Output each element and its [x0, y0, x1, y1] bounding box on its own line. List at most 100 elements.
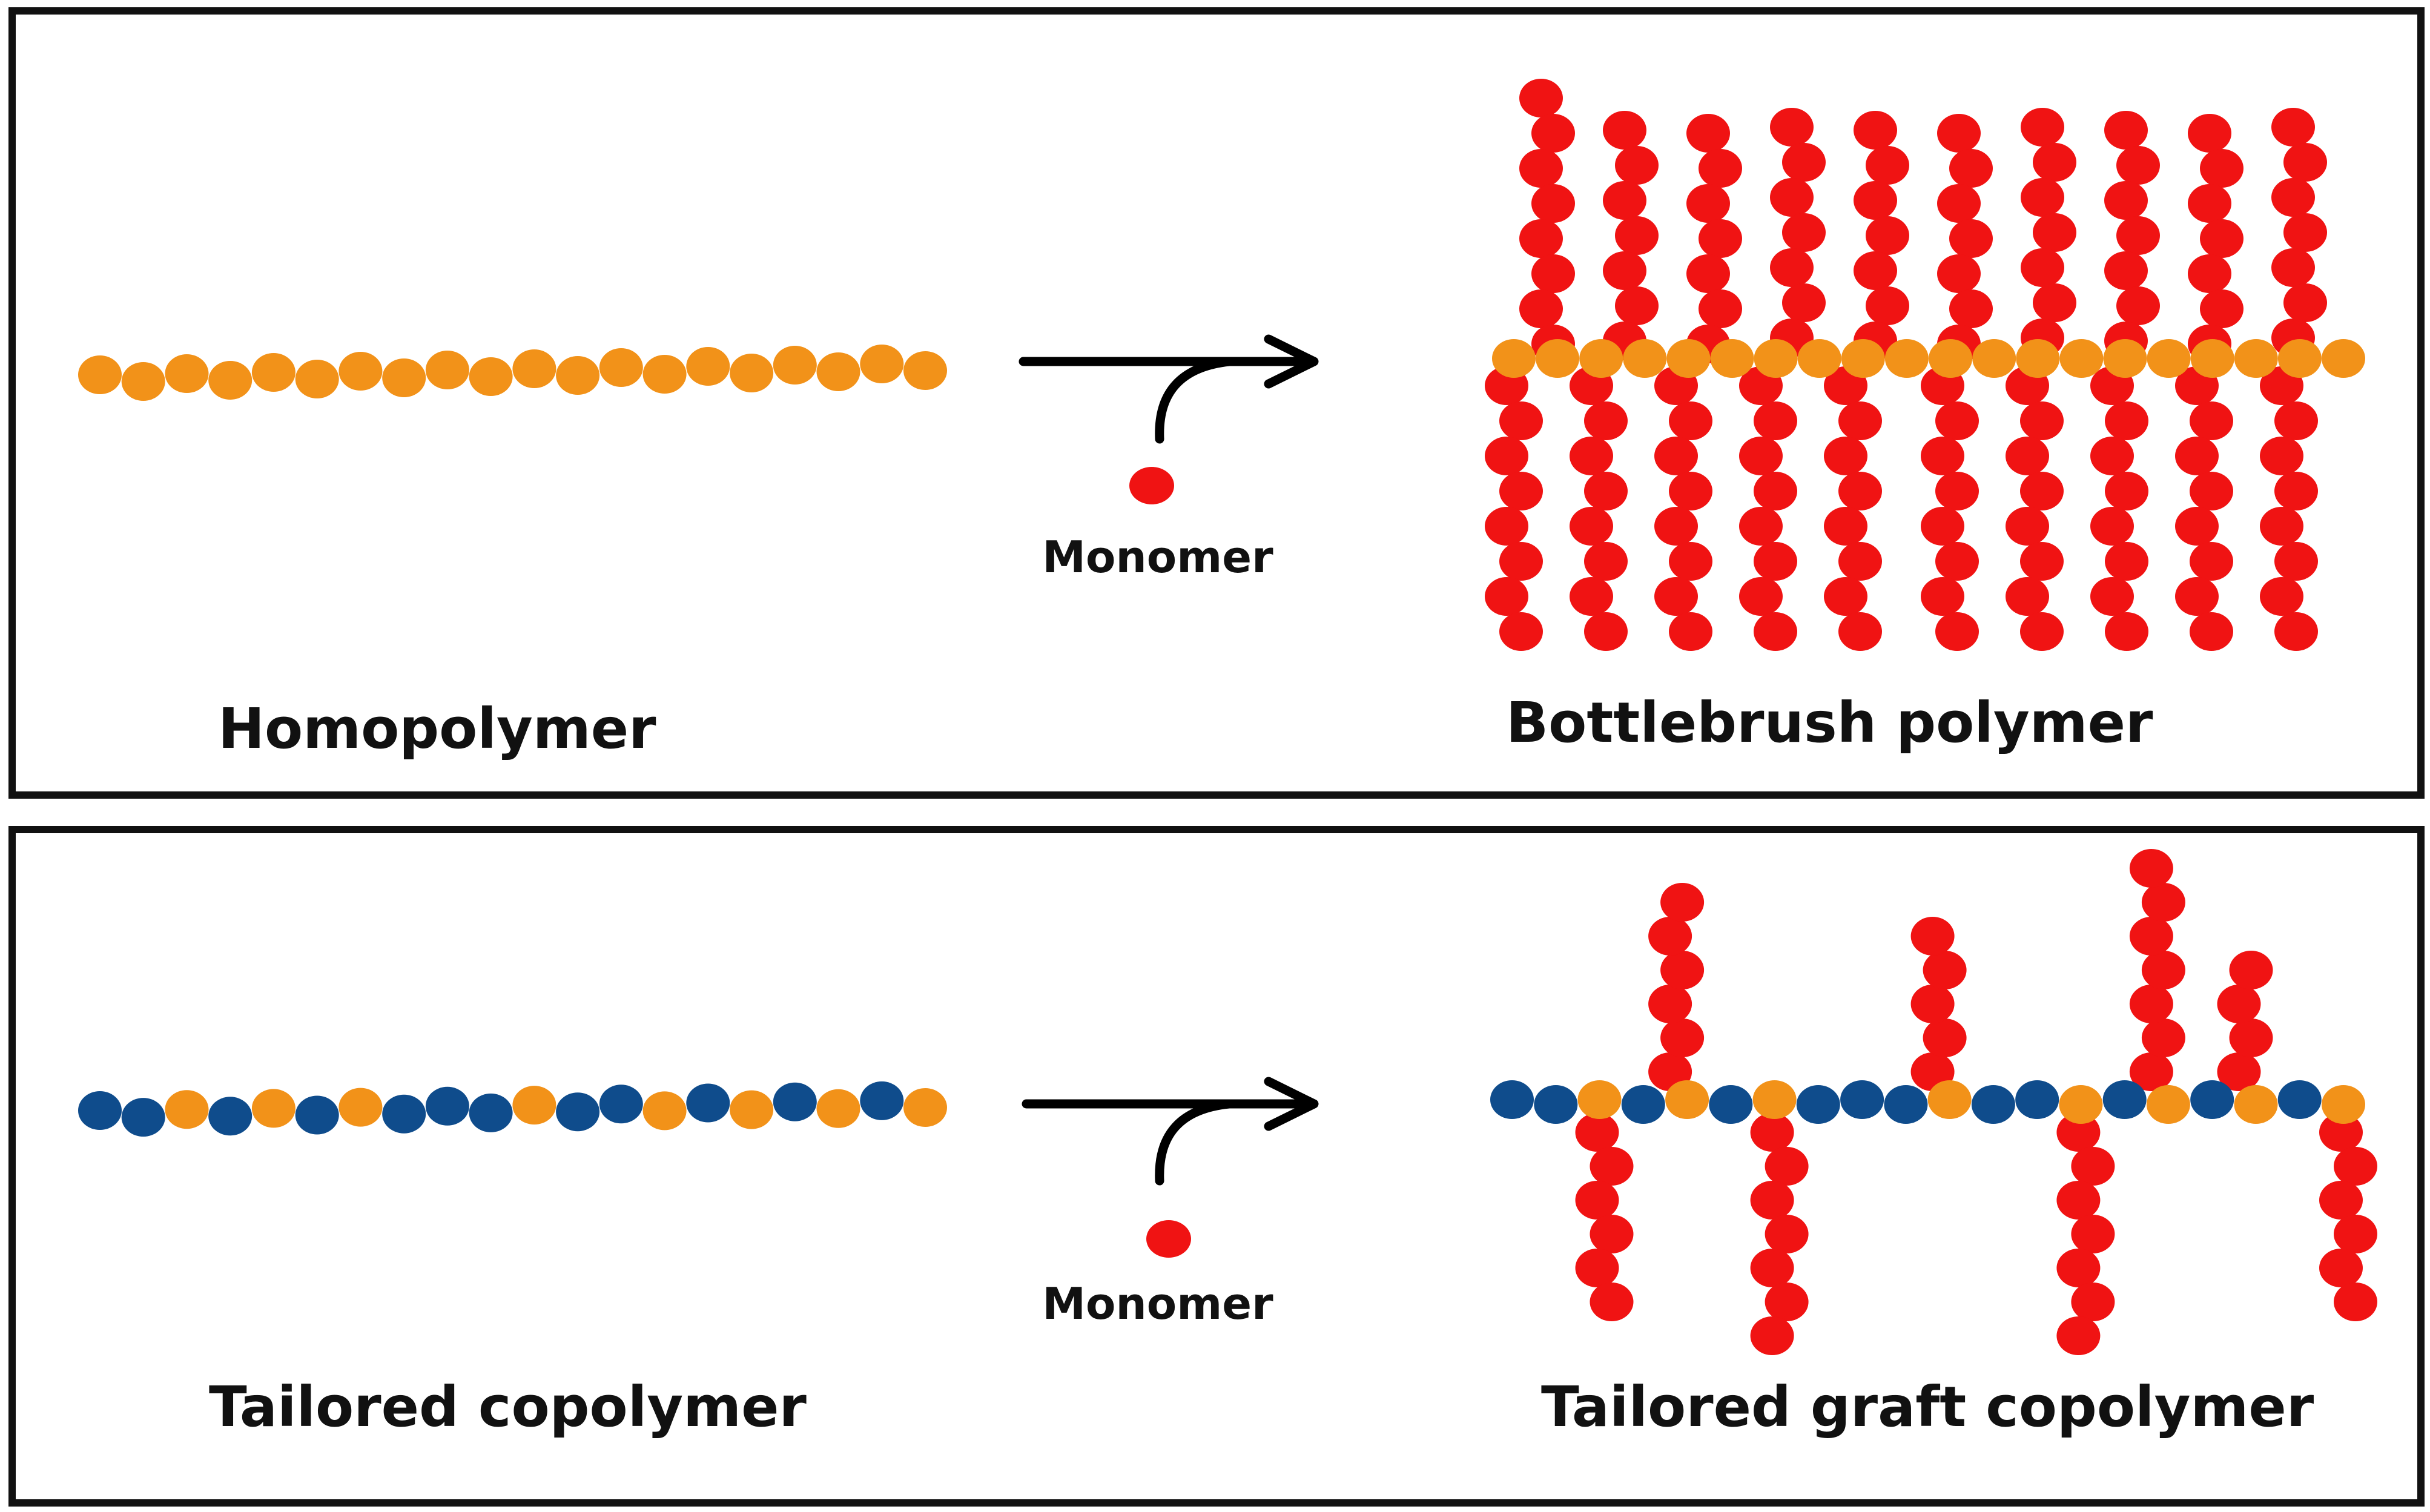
side-chain-bead [1754, 542, 1797, 581]
graft-bead [2056, 1249, 2101, 1287]
panel-homopolymer: Monomer Homopolymer Bottlebrush polymer [8, 7, 2425, 799]
graft-bead [2056, 1113, 2101, 1152]
side-chain-bead [2033, 283, 2076, 322]
panel-copolymer: Monomer Tailored copolymer Tailored graf… [8, 826, 2425, 1507]
orange-bead [1665, 1080, 1709, 1119]
graft-bead [1750, 1113, 1794, 1152]
side-chain-bead [2260, 507, 2303, 546]
copolymer-chain [78, 1081, 947, 1137]
graft-bead [2217, 1052, 2261, 1091]
blue-bead [121, 1098, 165, 1137]
side-chain-bead [1838, 401, 1882, 440]
side-chain-bead [1603, 251, 1646, 290]
side-chain-bead [2020, 612, 2064, 651]
side-chain-bead [2200, 149, 2243, 188]
side-chain-bead [1485, 577, 1528, 616]
side-chain-bead [1499, 472, 1543, 510]
side-chain-bead [2104, 251, 2148, 290]
side-chain-bead [1782, 283, 1826, 322]
graft-bead [2319, 1181, 2363, 1220]
side-chain-bead [1921, 577, 1964, 616]
blue-bead [208, 1097, 253, 1136]
backbone-bead [2190, 339, 2234, 378]
bottlebrush-polymer [1485, 79, 2365, 651]
graft-bead [2071, 1215, 2115, 1253]
graft-bead [1575, 1181, 1619, 1220]
side-chain-bead [2274, 472, 2318, 510]
side-chain-bead [2175, 577, 2219, 616]
blue-bead [295, 1095, 339, 1135]
side-chain-bead [1669, 542, 1712, 581]
side-chain-bead [1669, 401, 1712, 440]
backbone-bead [1929, 339, 1973, 378]
side-chain-bead [1686, 114, 1730, 153]
side-chain-bead [1949, 289, 1993, 328]
graft-bead [2056, 1181, 2101, 1220]
side-chain-bead [2274, 401, 2318, 440]
side-chain-bead [2090, 577, 2134, 616]
backbone-bead [816, 352, 860, 391]
side-chain-bead [2104, 181, 2148, 220]
blue-bead [425, 1086, 469, 1126]
graft-bead [1910, 917, 1955, 956]
side-chain-bead [1615, 286, 1659, 325]
graft-bead [2141, 883, 2185, 922]
side-chain-bead [1935, 612, 1979, 651]
side-chain-bead [2271, 108, 2315, 147]
side-chain-bead [2200, 289, 2243, 328]
side-chain-bead [2104, 111, 2148, 150]
side-chain-bead [2260, 437, 2303, 475]
side-chain-bead [1615, 216, 1659, 255]
graft-bead [1765, 1147, 1809, 1186]
side-chain-bead [2020, 401, 2064, 440]
graft-bead [2229, 951, 2273, 989]
graft-bead [1660, 1018, 1705, 1057]
orange-bead [903, 1088, 947, 1127]
side-chain-bead [2188, 114, 2231, 153]
side-chain-bead [1770, 248, 1814, 287]
backbone-bead [1623, 339, 1667, 378]
homopolymer-chain [78, 345, 947, 401]
backbone-bead [469, 357, 513, 396]
backbone-bead [382, 358, 426, 397]
graft-bead [2334, 1147, 2377, 1186]
blue-bead [556, 1092, 600, 1132]
side-chain-bead [2006, 577, 2049, 616]
side-chain-bead [1669, 472, 1712, 510]
graft-bead [1923, 1018, 1967, 1057]
orange-bead [2322, 1085, 2365, 1124]
side-chain-bead [2190, 472, 2233, 510]
blue-bead [2277, 1080, 2322, 1119]
blue-bead [1534, 1085, 1578, 1124]
graft-bead [1590, 1283, 1634, 1321]
orange-bead [1577, 1080, 1622, 1119]
backbone-bead [1536, 339, 1580, 378]
graft-bead [2217, 985, 2261, 1023]
graft-bead [2334, 1215, 2377, 1253]
orange-bead [251, 1089, 295, 1128]
side-chain-bead [1824, 437, 1867, 475]
graft-bead [2071, 1147, 2115, 1186]
side-chain-bead [1654, 507, 1698, 546]
monomer-label: Monomer [1042, 532, 1273, 583]
side-chain-bead [2020, 472, 2064, 510]
side-chain-bead [1699, 219, 1742, 258]
backbone-bead [78, 355, 122, 394]
side-chain-bead [2033, 143, 2076, 182]
backbone-bead [295, 360, 339, 398]
graft-bead [2129, 917, 2173, 956]
side-chain-bead [2175, 437, 2219, 475]
side-chain-bead [1531, 114, 1575, 153]
side-chain-bead [1782, 143, 1826, 182]
backbone-bead [1666, 339, 1711, 378]
backbone-bead [1492, 339, 1536, 378]
side-chain-bead [2271, 248, 2315, 287]
side-chain-bead [2105, 542, 2148, 581]
side-chain-bead [2188, 184, 2231, 223]
orange-bead [512, 1086, 556, 1125]
side-chain-bead [1531, 254, 1575, 293]
side-chain-bead [2190, 542, 2233, 581]
side-chain-bead [1570, 437, 1613, 475]
blue-bead [860, 1081, 904, 1120]
